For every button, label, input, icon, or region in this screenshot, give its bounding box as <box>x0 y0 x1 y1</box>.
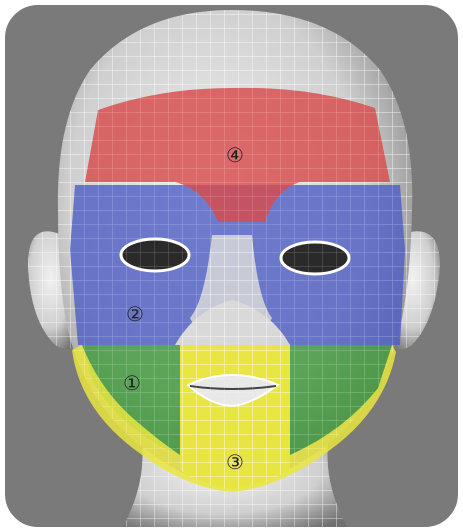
region-label-cheeks-eyes: ② <box>126 302 144 326</box>
region-label-lower-cheeks: ① <box>123 371 141 395</box>
region-label-forehead: ④ <box>226 143 244 167</box>
region-label-chin-jaw: ③ <box>226 450 244 474</box>
